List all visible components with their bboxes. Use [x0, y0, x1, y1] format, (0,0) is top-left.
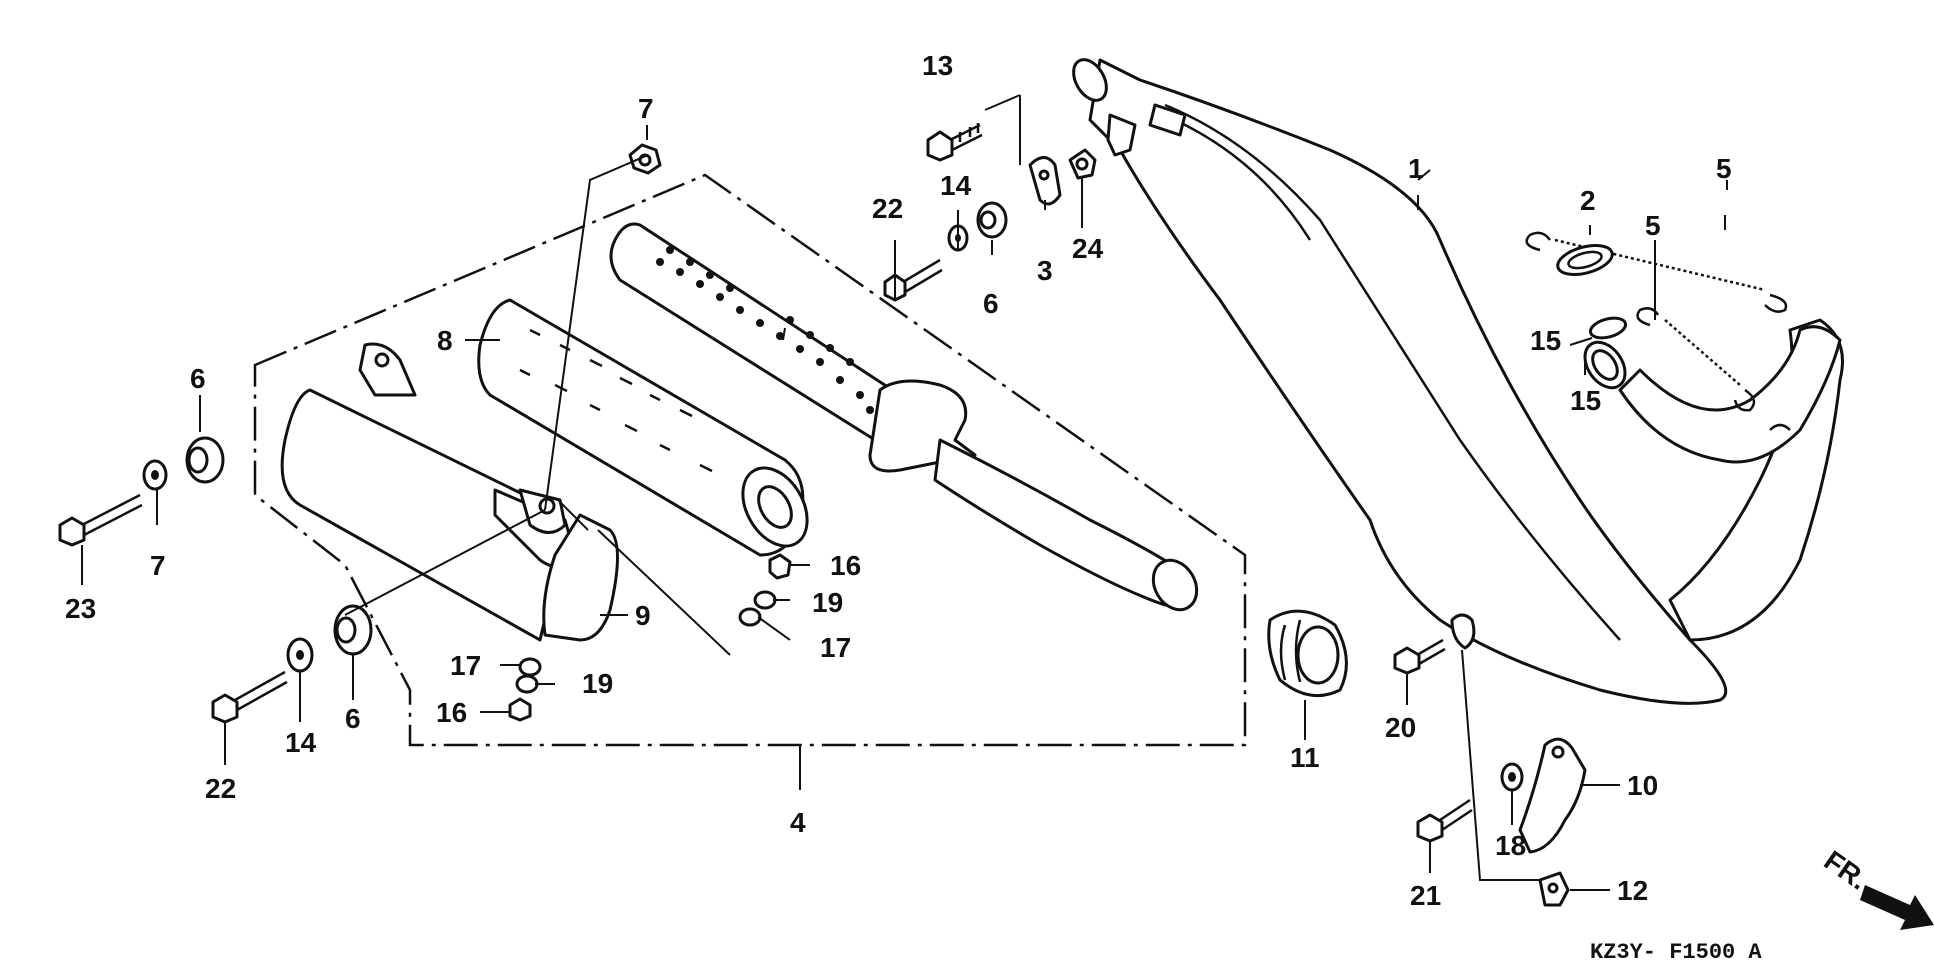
- front-direction-arrow: FR.: [1819, 845, 1934, 930]
- label-15-lower: 15: [1570, 385, 1601, 416]
- label-17-lower: 17: [450, 650, 481, 681]
- label-24: 24: [1072, 233, 1104, 264]
- washer-7-left: [142, 459, 168, 491]
- rubber-mount-11: [1267, 609, 1348, 698]
- label-13: 13: [922, 50, 953, 81]
- washer-19-lower: [515, 674, 539, 694]
- bolt-16-upper: [768, 553, 792, 580]
- muffler-inner-tube-8: [477, 298, 809, 557]
- label-3: 3: [1037, 255, 1053, 286]
- collar-18: [1500, 762, 1524, 792]
- bolt-16-lower: [508, 697, 532, 722]
- label-14-lower: 14: [285, 727, 317, 758]
- gasket-2-inner: [1567, 250, 1603, 270]
- nut-7-top: [628, 143, 662, 175]
- grommet-6-upper: [976, 201, 1008, 239]
- band-9: [542, 513, 619, 642]
- spring-5-lower: [1636, 307, 1756, 412]
- bracket-3: [1028, 156, 1062, 206]
- label-21: 21: [1410, 880, 1441, 911]
- assembly-boundary-4: [253, 173, 1247, 747]
- bolt-22-upper: [883, 258, 943, 302]
- washer-19-upper: [753, 590, 777, 610]
- leader-lines: [81, 94, 1728, 891]
- label-5-lower: 5: [1645, 210, 1661, 241]
- label-5-upper: 5: [1716, 153, 1732, 184]
- label-18: 18: [1495, 830, 1526, 861]
- label-14-upper: 14: [940, 170, 972, 201]
- clip-12: [1538, 871, 1570, 907]
- grommet-6-lower: [333, 604, 373, 656]
- spring-5-upper: [1525, 231, 1788, 313]
- label-19-upper: 19: [812, 587, 843, 618]
- label-17-upper: 17: [820, 632, 851, 663]
- label-6-upper: 6: [983, 288, 999, 319]
- washer-17-lower: [518, 657, 542, 677]
- bracket-10: [1518, 737, 1587, 854]
- label-20: 20: [1385, 712, 1416, 743]
- label-23: 23: [65, 593, 96, 624]
- nut-24: [1068, 148, 1097, 180]
- exhaust-pipe-1: [1072, 58, 1844, 705]
- bolt-22-lower: [211, 670, 288, 724]
- label-15-upper: 15: [1530, 325, 1561, 356]
- gasket-2: [1556, 244, 1614, 276]
- label-10: 10: [1627, 770, 1658, 801]
- bolt-13: [926, 123, 983, 162]
- washer-14-lower: [286, 637, 314, 673]
- label-16-lower: 16: [436, 697, 467, 728]
- label-8: 8: [437, 325, 453, 356]
- label-12: 12: [1617, 875, 1648, 906]
- bolt-20: [1393, 638, 1446, 675]
- label-6-lower: 6: [345, 703, 361, 734]
- label-7-top: 7: [638, 93, 654, 124]
- bolt-21: [1416, 798, 1473, 843]
- label-19-lower: 19: [582, 668, 613, 699]
- label-11: 11: [1290, 742, 1320, 773]
- gasket-15-upper: [1588, 316, 1628, 340]
- label-16-upper: 16: [830, 550, 861, 581]
- label-9: 9: [635, 600, 651, 631]
- label-2: 2: [1580, 185, 1596, 216]
- label-22-upper: 22: [872, 193, 903, 224]
- grommet-6-left: [185, 436, 225, 484]
- label-22-lower: 22: [205, 773, 236, 804]
- washer-17-upper: [738, 607, 762, 627]
- bolt-23: [58, 493, 143, 547]
- label-6-left: 6: [190, 363, 206, 394]
- callout-labels: 1 2 3 4 5 5 6 6 6 7 7 8 9 10 11 12 13 14…: [65, 50, 1732, 911]
- label-1: 1: [1408, 153, 1424, 184]
- perforated-pipe: [609, 222, 1199, 612]
- muffler-shell: [280, 342, 577, 642]
- label-4: 4: [790, 807, 806, 838]
- label-7-left: 7: [150, 550, 166, 581]
- diagram-code: KZ3Y- F1500 A: [1590, 940, 1762, 964]
